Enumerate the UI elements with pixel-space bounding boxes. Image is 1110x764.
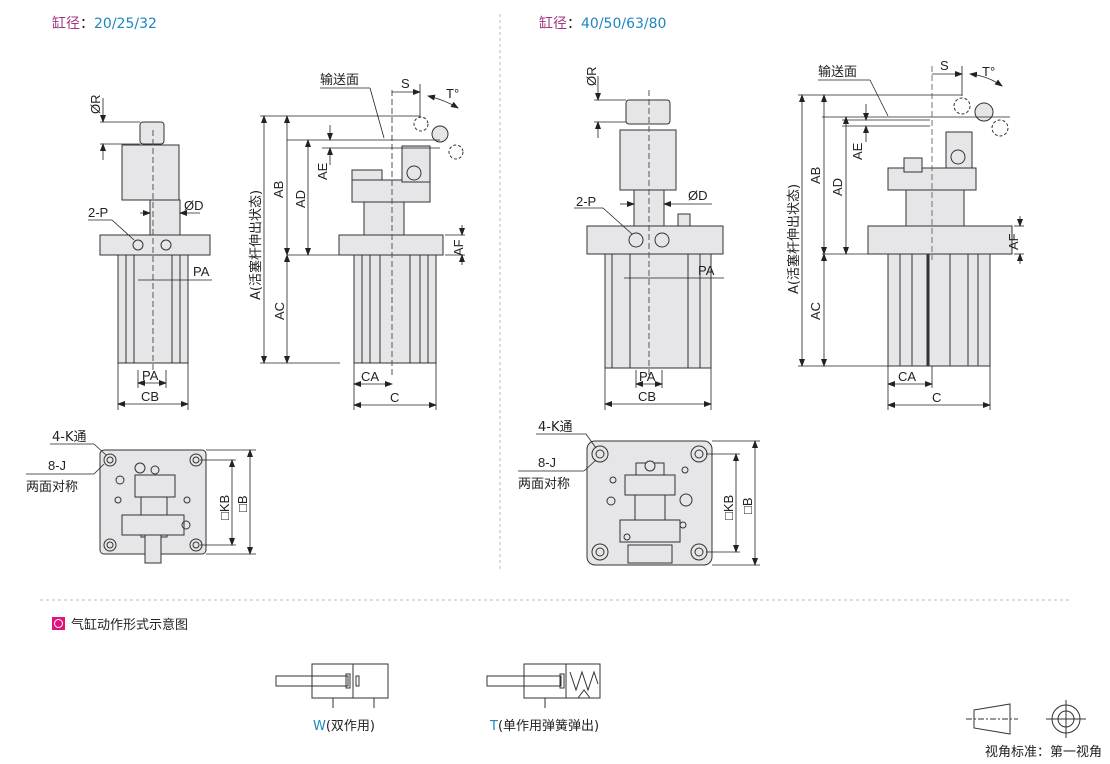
- label-8j: 8-J: [48, 458, 66, 473]
- dim-af: AF: [1006, 233, 1021, 250]
- dim-ad: AD: [293, 190, 308, 208]
- dim-pa: PA: [193, 264, 210, 279]
- dim-OR: ØR: [584, 67, 599, 87]
- symbol-label-t: T(单作用弹簧弹出): [490, 715, 599, 734]
- dim-ac: AC: [272, 302, 287, 320]
- symbol-code: W: [313, 719, 326, 734]
- side-view-small: [338, 90, 464, 375]
- dim-cb: CB: [141, 389, 159, 404]
- dim-t: T°: [982, 64, 995, 79]
- section-title-text: 气缸动作形式示意图: [71, 618, 189, 633]
- front-view-large: [586, 90, 724, 378]
- dim-s: S: [401, 76, 410, 91]
- symbol-double-acting: [275, 663, 389, 708]
- dim-ab: AB: [808, 167, 823, 184]
- dim-c: C: [932, 390, 941, 405]
- dim-pa-bottom: PA: [639, 369, 656, 384]
- dim-OD: ØD: [184, 198, 204, 213]
- bore-key: 缸径: [539, 16, 567, 32]
- dim-ac: AC: [808, 302, 823, 320]
- dim-pa-bottom: PA: [142, 368, 159, 383]
- dim-ae: AE: [850, 142, 865, 160]
- dim-ca: CA: [898, 369, 916, 384]
- label-conveying-surface: 输送面: [818, 64, 857, 80]
- dim-af: AF: [451, 239, 466, 256]
- symbol-label-w: W(双作用): [313, 715, 375, 734]
- dim-ab: AB: [271, 181, 286, 198]
- dim-ae: AE: [315, 162, 330, 180]
- first-angle-projection-icon: [966, 700, 1086, 738]
- bore-values: 20/25/32: [94, 16, 157, 32]
- bore-sep: ：: [567, 16, 581, 32]
- label-4k: 4-K通: [52, 430, 87, 445]
- dim-a-full: A(活塞杆伸出状态): [786, 184, 802, 294]
- dim-kb: □KB: [721, 495, 736, 520]
- label-8j: 8-J: [538, 455, 556, 470]
- symbol-desc: (单作用弹簧弹出): [497, 719, 600, 734]
- bore-values: 40/50/63/80: [581, 16, 667, 32]
- plan-view-small: [99, 449, 207, 564]
- bore-key: 缸径: [52, 16, 80, 32]
- symbol-single-acting-spring: [486, 663, 601, 708]
- view-standard-label: 视角标准：第一视角: [984, 745, 1102, 760]
- front-view-small: [99, 121, 211, 370]
- symbol-desc: (双作用): [325, 719, 376, 734]
- dim-a-full: A(活塞杆伸出状态): [248, 190, 264, 300]
- bore-sep: ：: [80, 16, 94, 32]
- dim-b: □B: [235, 495, 250, 512]
- label-conveying-surface: 输送面: [320, 72, 359, 88]
- dim-c: C: [390, 390, 399, 405]
- label-4k: 4-K通: [538, 420, 573, 435]
- label-both-sides: 两面对称: [518, 477, 570, 492]
- bore-header-small: 缸径：20/25/32: [52, 13, 157, 33]
- bore-header-large: 缸径：40/50/63/80: [539, 13, 666, 33]
- dim-ad: AD: [830, 178, 845, 196]
- dim-kb: □KB: [217, 495, 232, 520]
- symbol-code: T: [490, 719, 498, 734]
- dim-ca: CA: [361, 369, 379, 384]
- plan-view-large: [586, 440, 713, 566]
- dim-t: T°: [446, 86, 459, 101]
- section-cylinder-action-types: 气缸动作形式示意图: [52, 614, 188, 633]
- side-view-large: [867, 97, 1013, 367]
- dim-pa: PA: [698, 263, 715, 278]
- dim-2p: 2-P: [88, 205, 108, 220]
- dim-OD: ØD: [688, 188, 708, 203]
- dim-cb: CB: [638, 389, 656, 404]
- dim-b: □B: [740, 497, 755, 514]
- circle-square-bullet-icon: [52, 617, 65, 630]
- dim-s: S: [940, 58, 949, 73]
- dim-OR: ØR: [88, 95, 103, 115]
- label-both-sides: 两面对称: [26, 480, 78, 495]
- dim-2p: 2-P: [576, 194, 596, 209]
